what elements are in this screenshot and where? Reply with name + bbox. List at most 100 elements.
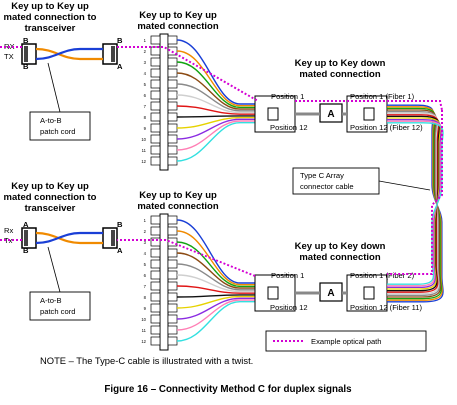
position12-label: Position 12 <box>270 303 308 312</box>
optical-path <box>0 46 443 277</box>
port-b-label: B <box>117 36 123 45</box>
duplex-port <box>167 259 178 269</box>
fanout-fiber <box>176 301 256 342</box>
port-b-label: B <box>23 36 29 45</box>
figure-caption: Figure 16 – Connectivity Method C for du… <box>104 384 352 395</box>
callout-box <box>29 111 91 141</box>
duplex-port <box>150 292 161 302</box>
fanout-fiber <box>176 297 256 320</box>
duplex-port <box>150 79 161 89</box>
fanout-fiber <box>176 120 256 151</box>
type-c-callout: Type C Array connector cable <box>292 167 431 195</box>
fanout-fiber <box>176 94 256 114</box>
port-number: 1 <box>144 38 147 43</box>
callout-text: Type C Array <box>300 171 344 180</box>
duplex-port <box>150 112 161 122</box>
port-number: 7 <box>144 284 147 289</box>
duplex-port <box>167 68 178 78</box>
fanout-fiber <box>176 72 256 110</box>
duplex-port <box>150 303 161 313</box>
legend-label: Example optical path <box>311 337 382 346</box>
panel-port: 9 <box>144 123 178 133</box>
optical-path-segment <box>117 46 259 102</box>
position1-label: Position 1 <box>271 92 304 101</box>
title-line: mated connection <box>299 252 380 263</box>
duplex-port <box>150 35 161 45</box>
callout-text: patch cord <box>40 127 75 136</box>
top-panel-title: Key up to Key up mated connection <box>137 10 218 32</box>
title-line: Key up to Key down <box>295 58 386 69</box>
port-number: 8 <box>144 115 147 120</box>
duplex-port <box>150 68 161 78</box>
panel-port: 4 <box>144 68 178 78</box>
port-number: 2 <box>144 229 147 234</box>
port-number: 5 <box>144 262 147 267</box>
duplex-port <box>150 248 161 258</box>
panel-port: 11 <box>142 325 178 335</box>
fanout-fiber <box>176 263 256 291</box>
rx-label: Rx <box>4 226 13 235</box>
fanout-fiber <box>176 294 256 298</box>
duplex-port <box>167 325 178 335</box>
optical-path-segment <box>387 110 443 275</box>
duplex-port <box>150 226 161 236</box>
panel-port: 12 <box>141 336 178 346</box>
fiber11-label: Position 12 (Fiber 11) <box>350 303 423 312</box>
title-line: Key up to Key up <box>11 181 89 192</box>
fanout-fiber <box>176 118 256 140</box>
legend: Example optical path <box>265 330 427 352</box>
trunk-fiber <box>387 114 440 293</box>
fiber1-label: Position 1 (Fiber 1) <box>350 92 415 101</box>
connector-latch <box>111 230 115 246</box>
fanout-fiber <box>176 39 256 105</box>
panel-port: 8 <box>144 112 178 122</box>
panel-port: 10 <box>141 314 178 324</box>
port-a-label: A <box>117 246 123 255</box>
panel-port: 9 <box>144 303 178 313</box>
port-a-label: A <box>23 220 29 229</box>
note-text: NOTE – The Type-C cable is illustrated w… <box>40 355 253 366</box>
port-number: 8 <box>144 295 147 300</box>
mpo-ferrule <box>267 107 279 121</box>
fanout-fiber <box>176 285 256 294</box>
fanout-fiber <box>176 61 256 109</box>
port-number: 4 <box>144 71 147 76</box>
patch-fiber-blue <box>35 231 103 245</box>
top-patch-cord <box>21 43 118 65</box>
fanout-fiber <box>176 83 256 112</box>
panel-port: 5 <box>144 259 178 269</box>
trunk-fiber <box>387 112 440 295</box>
bottom-transceiver-title: Key up to Key up mated connection to tra… <box>4 181 97 214</box>
duplex-port <box>150 145 161 155</box>
title-line: Key up to Key up <box>139 190 217 201</box>
callout-box <box>292 167 380 195</box>
port-number: 7 <box>144 104 147 109</box>
callout-line <box>47 246 61 293</box>
port-number: 10 <box>141 137 146 142</box>
optical-path-segment <box>117 239 256 277</box>
callout-text: A-to-B <box>40 116 62 125</box>
bottom-panel-title: Key up to Key up mated connection <box>137 190 218 212</box>
patch-fiber-orange <box>35 47 103 61</box>
duplex-port <box>167 336 178 346</box>
duplex-port <box>167 112 178 122</box>
panel-port: 7 <box>144 101 178 111</box>
mpo-ferrule <box>363 107 375 121</box>
position1-label: Position 1 <box>271 271 304 280</box>
duplex-port <box>167 156 178 166</box>
duplex-port <box>150 259 161 269</box>
duplex-port <box>167 226 178 236</box>
duplex-port <box>167 134 178 144</box>
top-transceiver-title: Key up to Key up mated connection to tra… <box>4 1 97 34</box>
panel-port: 10 <box>141 134 178 144</box>
panel-frame <box>159 33 169 171</box>
duplex-port <box>167 35 178 45</box>
fanout-fiber <box>176 116 256 129</box>
title-line: mated connection to <box>4 192 97 203</box>
port-number: 6 <box>144 93 147 98</box>
port-number: 3 <box>144 60 147 65</box>
duplex-port <box>167 292 178 302</box>
port-number: 2 <box>144 49 147 54</box>
